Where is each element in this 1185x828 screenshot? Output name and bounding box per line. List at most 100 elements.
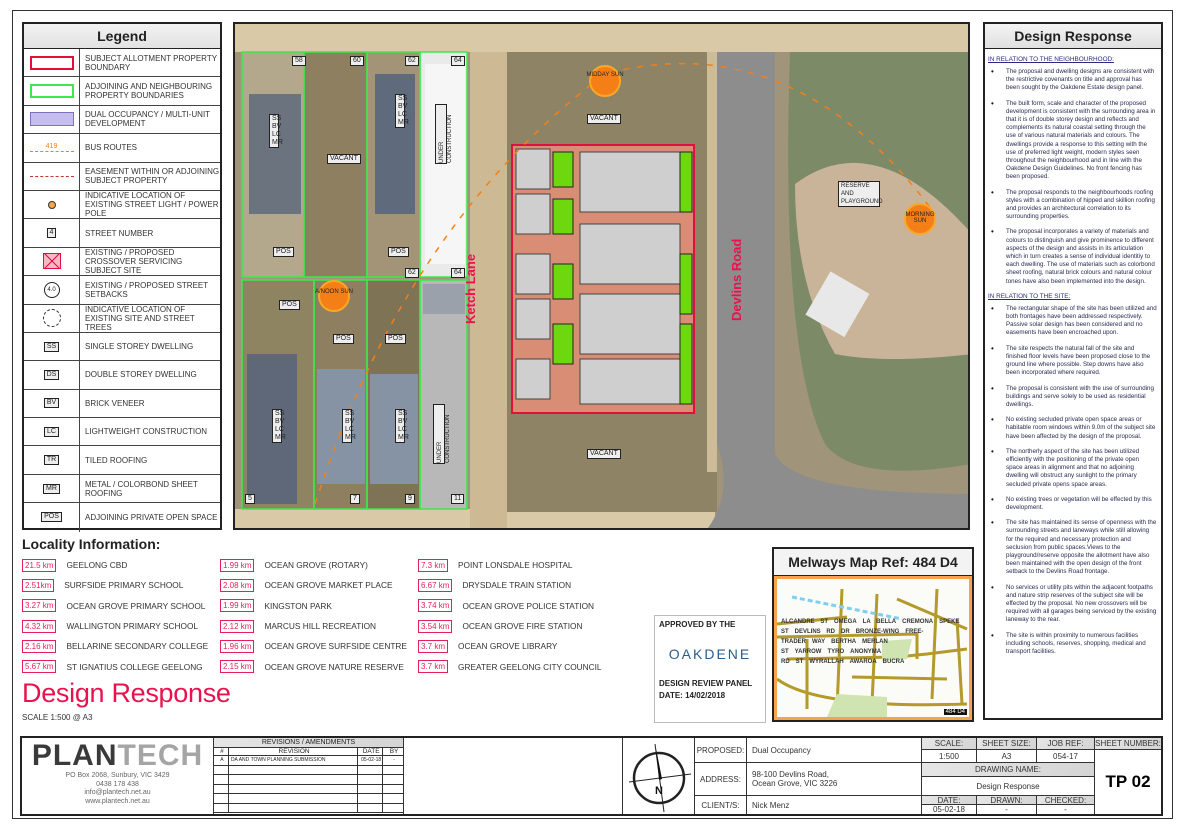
design-response-panel: Design Response IN RELATION TO THE NEIGH… — [983, 22, 1163, 720]
facility-name: OCEAN GROVE PRIMARY SCHOOL — [66, 600, 206, 611]
legend-item: 4 STREET NUMBER — [24, 219, 220, 248]
legend-symbol-text: 4 — [46, 228, 57, 239]
legend-label: LIGHTWEIGHT CONSTRUCTION — [85, 427, 208, 437]
legend-item: DUAL OCCUPANCY / MULTI-UNIT DEVELOPMENT — [24, 105, 220, 135]
facility-name: OCEAN GROVE NATURE RESERVE — [264, 661, 404, 672]
north-label: N — [655, 785, 663, 797]
approval-line: DESIGN REVIEW PANEL — [659, 679, 753, 688]
pos-label: POS — [279, 300, 300, 310]
facility-name: MARCUS HILL RECREATION — [264, 621, 377, 632]
dwelling-codes: SS BV LC MR — [269, 114, 283, 148]
legend-item: 4.0 EXISTING / PROPOSED STREET SETBACKS — [24, 276, 220, 305]
distance-badge: 3.27 km — [22, 599, 57, 613]
street-number: 11 — [451, 494, 465, 504]
legend-symbol-text: POS — [41, 512, 62, 523]
legend-title: Legend — [24, 24, 220, 49]
street-label: WYRALLAH — [809, 659, 844, 665]
facility-name: OCEAN GROVE LIBRARY — [458, 641, 558, 652]
facility-name: OCEAN GROVE POLICE STATION — [462, 600, 595, 611]
date-value: 05-02-18 — [922, 805, 977, 814]
dwelling-codes: SS BV LC MR — [272, 409, 286, 443]
revision-cell — [229, 775, 359, 784]
legend-symbol — [24, 247, 80, 276]
street-label: OMEGA — [834, 619, 857, 625]
legend-label: DOUBLE STOREY DWELLING — [85, 370, 197, 380]
design-point: The rectangular shape of the site has be… — [989, 305, 1157, 338]
melways-title: Melways Map Ref: 484 D4 — [774, 549, 972, 576]
street-number: 64 — [451, 268, 465, 278]
street-label: BRONZE-WING — [855, 629, 900, 635]
distance-badge: 2.51km — [22, 578, 55, 592]
distance-badge: 3.7 km — [418, 639, 449, 653]
legend-symbol: MR — [24, 474, 80, 503]
subject-site — [511, 144, 695, 414]
company-address: PO Box 2068, Sunbury, VIC 3429 — [65, 772, 170, 779]
revision-row — [214, 803, 403, 813]
legend-label: STREET NUMBER — [85, 228, 154, 238]
facility-name: ST IGNATIUS COLLEGE GEELONG — [66, 661, 203, 672]
facility-name: GREATER GEELONG CITY COUNCIL — [458, 661, 602, 672]
street-label: BUCRA — [882, 659, 905, 665]
under-construction-label: UNDER CONSTRUCTION — [433, 404, 451, 464]
design-point: No existing trees or vegetation will be … — [989, 496, 1157, 512]
street-label: DEVLINS RD — [794, 629, 836, 635]
legend-symbol-text: BV — [43, 398, 60, 409]
client-label: CLIENT/S: — [695, 796, 747, 814]
revision-cell: REVISION — [229, 748, 359, 755]
legend-symbol-text: 4.0 — [43, 281, 60, 298]
scale-note: SCALE 1:500 @ A3 — [22, 713, 93, 722]
afternoon-sun-label: A/NOON SUN — [315, 289, 354, 295]
address-label: ADDRESS: — [695, 763, 747, 796]
street-number: 64 — [451, 56, 465, 66]
locality-title: Locality Information: — [22, 536, 161, 552]
scale-label: SCALE: — [922, 738, 977, 750]
checked-label: CHECKED: — [1037, 796, 1095, 805]
design-point: No existing secluded private open space … — [989, 416, 1157, 441]
legend-label: EXISTING / PROPOSED STREET SETBACKS — [85, 280, 208, 299]
distance-badge: 1.99 km — [220, 558, 255, 572]
site-address-line: 98-100 Devlins Road, — [752, 770, 829, 779]
legend-item: INDICATIVE LOCATION OF EXISTING STREET L… — [24, 190, 220, 220]
distance-badge: 21.5 km — [22, 558, 57, 572]
legend-symbol: 4 — [24, 219, 80, 247]
revision-row — [214, 765, 403, 775]
company-website[interactable]: www.plantech.net.au — [85, 797, 150, 805]
approval-stamp: APPROVED BY THE OAKDENE DESIGN REVIEW PA… — [654, 615, 766, 723]
legend-label: SUBJECT ALLOTMENT PROPERTY BOUNDARY — [85, 53, 217, 72]
legend-symbol — [24, 105, 80, 134]
morning-sun-label: MORNING SUN — [905, 212, 935, 224]
drawing-name-label: DRAWING NAME: — [922, 763, 1095, 777]
company-email[interactable]: info@plantech.net.au — [84, 789, 151, 796]
revision-cell: BY — [389, 748, 399, 755]
legend-symbol-text: MR — [43, 483, 60, 494]
legend-symbol-text: SS — [43, 341, 60, 352]
ketch-lane — [470, 52, 507, 528]
vacant-label: VACANT — [587, 114, 621, 124]
revision-cell — [358, 784, 384, 793]
facility-name: KINGSTON PARK — [264, 600, 332, 611]
job-ref-label: JOB REF: — [1037, 738, 1095, 750]
sheet-size-value: A3 — [977, 750, 1037, 763]
legend-item: INDICATIVE LOCATION OF EXISTING SITE AND… — [24, 304, 220, 333]
legend-symbol: 4.0 — [24, 276, 80, 304]
legend-symbol — [24, 77, 80, 105]
distance-badge: 3.74 km — [418, 599, 453, 613]
drawn-label: DRAWN: — [977, 796, 1037, 805]
facility-name: OCEAN GROVE MARKET PLACE — [264, 580, 393, 591]
distance-badge: 4.32 km — [22, 619, 57, 633]
approval-line: APPROVED BY THE — [659, 620, 736, 629]
dwelling-codes: SS BV LC MR — [395, 94, 409, 128]
street-label: SPEKE ST — [781, 619, 960, 635]
